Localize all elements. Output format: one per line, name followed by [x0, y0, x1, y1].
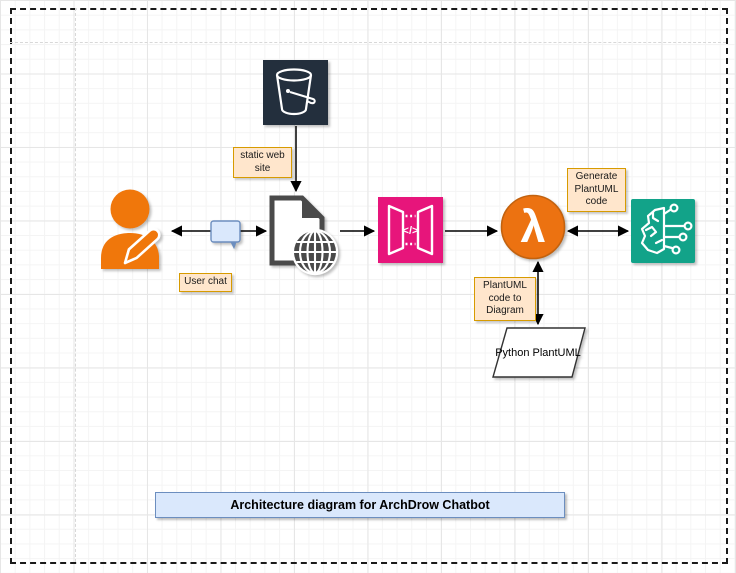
note-plantuml-code-to-diagram[interactable]: PlantUML code to Diagram — [474, 277, 536, 321]
user-node[interactable] — [99, 189, 169, 269]
python-plantuml-node[interactable]: Python PlantUML — [488, 325, 592, 381]
note-user-chat[interactable]: User chat — [179, 273, 232, 292]
diagram-title-box[interactable]: Architecture diagram for ArchDrow Chatbo… — [155, 492, 565, 518]
api-gateway-node[interactable]: </> — [378, 197, 443, 263]
page-dashed-border — [10, 8, 728, 564]
lambda-node[interactable]: λ — [500, 194, 566, 260]
aws-lambda-icon: λ — [500, 194, 566, 260]
page-guide-vertical — [75, 8, 76, 562]
user-pencil-icon — [101, 189, 161, 269]
ai-node[interactable] — [631, 199, 695, 263]
chat-bubble-node[interactable] — [209, 219, 243, 250]
lambda-glyph: λ — [520, 201, 545, 252]
chat-bubble-icon — [210, 220, 241, 250]
api-gateway-icon: </> — [378, 197, 443, 263]
web-page-globe-icon — [269, 195, 339, 276]
parallelogram-shape: Python PlantUML — [492, 327, 586, 378]
api-gateway-glyph: </> — [403, 225, 419, 237]
note-generate-plantuml[interactable]: Generate PlantUML code — [567, 168, 626, 212]
s3-bucket-node[interactable] — [263, 60, 328, 125]
page-guide-horizontal — [10, 42, 726, 43]
machine-learning-brain-icon — [631, 199, 695, 263]
web-page-node[interactable] — [266, 192, 344, 276]
s3-bucket-icon — [263, 60, 328, 125]
python-plantuml-label: Python PlantUML — [495, 347, 581, 359]
note-static-web-site[interactable]: static web site — [233, 147, 292, 178]
diagram-title: Architecture diagram for ArchDrow Chatbo… — [230, 498, 490, 512]
